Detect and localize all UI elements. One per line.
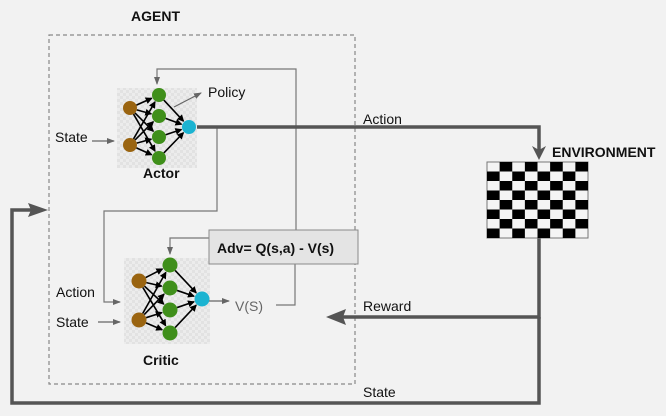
- environment-cell: [512, 190, 525, 200]
- vs-to-adv-line: [276, 264, 296, 306]
- state-arrowhead: [28, 203, 48, 217]
- state-flow-label: State: [363, 384, 396, 400]
- environment-cell: [537, 209, 551, 219]
- critic-state-label: State: [56, 314, 89, 330]
- network-edge: [165, 117, 183, 126]
- network-edge: [176, 300, 195, 309]
- network-edge: [136, 147, 153, 156]
- reward-flow-label: Reward: [363, 298, 411, 314]
- environment-cell: [499, 200, 513, 210]
- actor-network: [123, 88, 196, 165]
- network-edge: [132, 113, 156, 152]
- agent-boundary: [48, 34, 356, 385]
- environment-cell: [487, 209, 500, 219]
- environment-cell: [499, 162, 513, 172]
- agent-title: AGENT: [131, 8, 180, 24]
- environment-cell: [499, 181, 513, 191]
- action-to-critic-line: [103, 128, 218, 305]
- hidden-node: [162, 280, 178, 296]
- hidden-node: [152, 109, 166, 123]
- environment-cell: [537, 228, 551, 238]
- environment-cell: [562, 209, 576, 219]
- environment-cell: [575, 200, 588, 210]
- network-edge: [174, 304, 197, 329]
- output-node: [182, 120, 196, 134]
- network-edge: [165, 128, 183, 136]
- actor-label: Actor: [143, 165, 180, 181]
- environment-cell: [524, 162, 538, 172]
- environment-cell: [524, 219, 538, 229]
- environment-cell: [575, 181, 588, 191]
- input-node: [131, 312, 147, 328]
- action-flow-label: Action: [363, 111, 402, 127]
- environment-cell: [512, 228, 525, 238]
- advantage-box: [208, 229, 359, 265]
- environment-cell: [550, 181, 563, 191]
- policy-label: Policy: [208, 84, 245, 100]
- action-flow-line: [195, 125, 541, 150]
- environment-cell: [487, 228, 500, 238]
- hidden-node: [152, 88, 166, 102]
- environment-cell: [512, 209, 525, 219]
- environment-cell: [562, 228, 576, 238]
- environment-cell: [524, 200, 538, 210]
- hidden-node: [162, 257, 178, 273]
- network-edge: [132, 101, 156, 140]
- policy-arrow: [173, 92, 202, 108]
- critic-network: [131, 257, 210, 341]
- network-edge: [163, 99, 185, 122]
- network-edge: [143, 293, 165, 316]
- network-edge: [134, 120, 155, 141]
- environment-cell: [562, 190, 576, 200]
- hidden-node: [162, 302, 178, 318]
- network-edge: [136, 137, 153, 145]
- advantage-formula: Adv= Q(s,a) - V(s): [217, 240, 334, 256]
- actor-state-label: State: [55, 129, 88, 145]
- hidden-node: [162, 325, 178, 341]
- network-edge: [174, 269, 197, 294]
- adv-to-critic-line: [167, 237, 209, 255]
- output-node: [194, 291, 210, 307]
- environment-grid: [486, 161, 589, 239]
- environment-cell: [550, 162, 563, 172]
- environment-cell: [575, 162, 588, 172]
- environment-cell: [550, 219, 563, 229]
- environment-cell: [537, 190, 551, 200]
- adv-to-actor-line: [154, 68, 297, 230]
- state-flow-line: [10, 208, 541, 405]
- environment-cell: [524, 181, 538, 191]
- input-node: [123, 101, 137, 115]
- hidden-node: [152, 151, 166, 165]
- network-edge: [143, 285, 165, 305]
- action-arrowhead: [532, 146, 546, 160]
- input-node: [123, 138, 137, 152]
- critic-label: Critic: [143, 352, 179, 368]
- environment-cell: [575, 219, 588, 229]
- environment-cell: [562, 171, 576, 181]
- hidden-node: [152, 130, 166, 144]
- network-edge: [141, 271, 167, 314]
- critic-action-label: Action: [56, 284, 95, 300]
- input-node: [131, 273, 147, 289]
- environment-cell: [512, 171, 525, 181]
- network-edge: [163, 132, 185, 154]
- reward-arrowhead: [326, 309, 346, 325]
- network-edge: [145, 311, 163, 319]
- environment-label: ENVIRONMENT: [552, 144, 656, 160]
- environment-cell: [487, 171, 500, 181]
- environment-cell: [537, 171, 551, 181]
- environment-cell: [499, 219, 513, 229]
- vs-label: V(S): [235, 298, 263, 314]
- network-edge: [145, 322, 164, 331]
- network-edge: [136, 97, 153, 106]
- network-edge: [142, 287, 167, 327]
- environment-cell: [487, 190, 500, 200]
- network-edge: [145, 268, 164, 279]
- network-edge: [176, 289, 195, 298]
- environment-cell: [550, 200, 563, 210]
